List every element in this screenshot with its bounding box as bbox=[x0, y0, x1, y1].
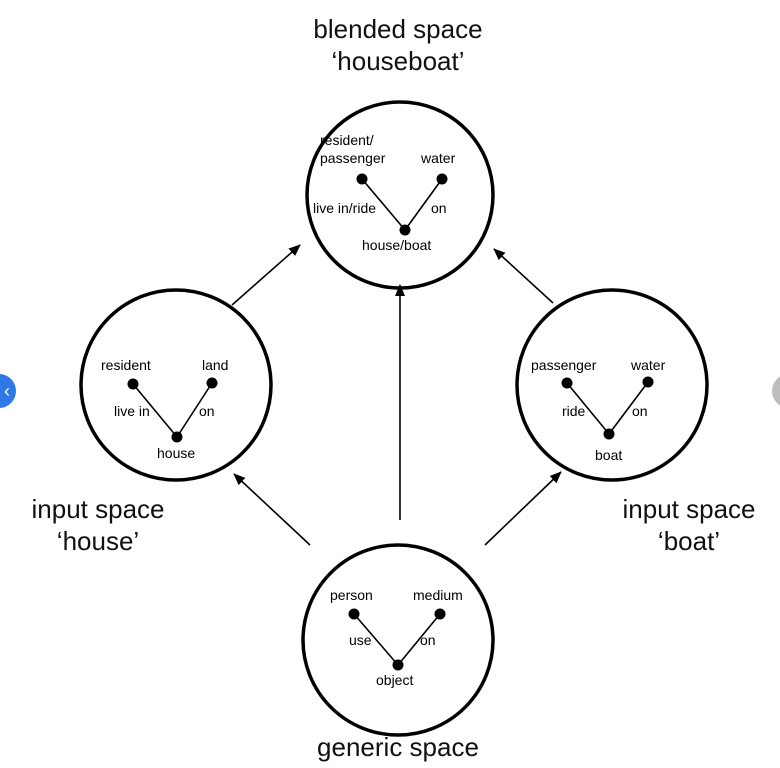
generic-space: person medium use on object generic spac… bbox=[301, 543, 495, 762]
boat-label-ride: ride bbox=[562, 403, 586, 419]
generic-edge-right bbox=[397, 613, 441, 666]
generic-label-object: object bbox=[376, 672, 413, 688]
blended-label-passenger: passenger bbox=[320, 150, 386, 166]
house-title-line1: input space bbox=[32, 494, 165, 524]
boat-label-on: on bbox=[632, 403, 648, 419]
house-label-on: on bbox=[199, 403, 215, 419]
blended-label-house-boat: house/boat bbox=[362, 237, 431, 253]
generic-label-on: on bbox=[420, 632, 436, 648]
blended-title-line2: ‘houseboat’ bbox=[332, 46, 465, 76]
boat-node-boat bbox=[603, 428, 615, 440]
previous-button[interactable]: ‹ bbox=[0, 374, 16, 408]
house-edge-right bbox=[176, 382, 213, 438]
blended-edge-right bbox=[404, 178, 443, 231]
house-label-house: house bbox=[157, 445, 195, 461]
boat-label-passenger: passenger bbox=[531, 357, 597, 373]
input-space-boat: passenger water ride on boat input space… bbox=[515, 288, 756, 556]
house-node-resident bbox=[127, 378, 139, 390]
house-label-resident: resident bbox=[101, 357, 151, 373]
blended-node-house-boat bbox=[399, 224, 411, 236]
blended-title-line1: blended space bbox=[313, 14, 482, 44]
generic-label-person: person bbox=[330, 587, 373, 603]
input-space-house: resident land live in on house input spa… bbox=[32, 288, 273, 556]
boat-label-water: water bbox=[630, 357, 666, 373]
blended-label-resident: resident/ bbox=[320, 132, 374, 148]
arrow-generic-to-house bbox=[233, 473, 311, 546]
blended-label-water: water bbox=[420, 150, 456, 166]
boat-title-line2: ‘boat’ bbox=[658, 526, 720, 556]
blended-circle bbox=[305, 100, 495, 290]
next-button[interactable] bbox=[772, 374, 780, 408]
generic-label-use: use bbox=[349, 632, 372, 648]
boat-node-passenger bbox=[561, 377, 573, 389]
blended-label-live-in-ride: live in/ride bbox=[313, 200, 376, 216]
blended-node-resident-passenger bbox=[356, 173, 368, 185]
arrow-boat-to-blended bbox=[493, 248, 554, 304]
blended-space: blended space ‘houseboat’ resident/ pass… bbox=[305, 14, 495, 290]
boat-node-water bbox=[642, 376, 654, 388]
generic-title: generic space bbox=[317, 732, 479, 762]
house-circle bbox=[79, 288, 273, 482]
house-label-live-in: live in bbox=[114, 403, 150, 419]
generic-circle bbox=[301, 543, 495, 737]
house-node-land bbox=[206, 377, 218, 389]
boat-title-line1: input space bbox=[623, 494, 756, 524]
generic-edge-left bbox=[353, 613, 399, 666]
house-label-land: land bbox=[202, 357, 228, 373]
house-title-line2: ‘house’ bbox=[57, 526, 139, 556]
boat-circle bbox=[515, 288, 709, 482]
boat-edge-right bbox=[608, 381, 649, 435]
blended-label-on: on bbox=[431, 200, 447, 216]
chevron-left-icon: ‹ bbox=[4, 381, 10, 401]
arrow-house-to-blended bbox=[231, 244, 301, 306]
generic-label-medium: medium bbox=[413, 587, 463, 603]
house-node-house bbox=[171, 431, 183, 443]
boat-edge-left bbox=[566, 382, 610, 435]
arrow-generic-to-boat bbox=[484, 471, 562, 546]
generic-node-object bbox=[392, 659, 404, 671]
blended-edge-left bbox=[361, 178, 406, 231]
generic-node-medium bbox=[434, 608, 446, 620]
boat-label-boat: boat bbox=[595, 447, 622, 463]
blended-node-water bbox=[436, 173, 448, 185]
house-edge-left bbox=[132, 383, 178, 438]
generic-node-person bbox=[348, 608, 360, 620]
